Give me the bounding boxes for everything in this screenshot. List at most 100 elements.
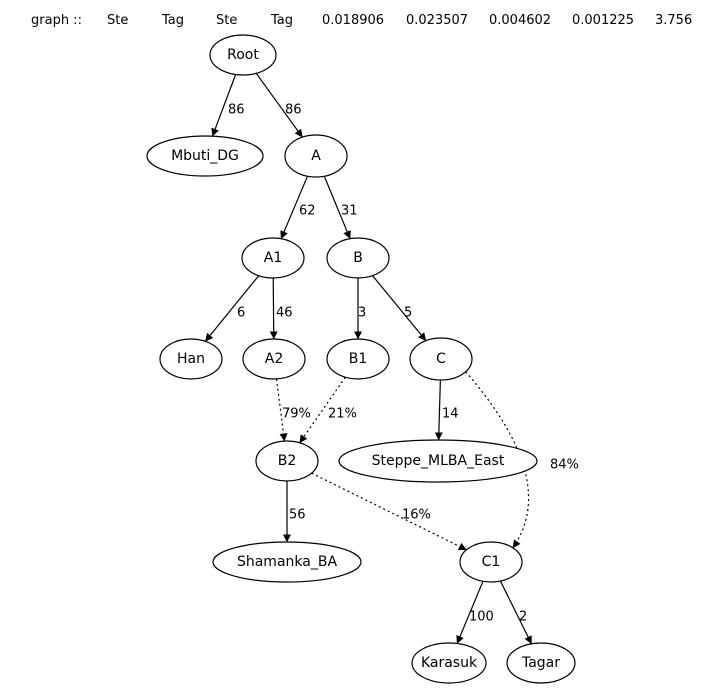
edge-weight-label: 100 <box>469 610 494 625</box>
node-label: A1 <box>264 250 282 266</box>
node-shamanka-ba: Shamanka_BA <box>212 541 362 583</box>
node-label: Tagar <box>521 655 560 671</box>
edge-a-b: 31 <box>323 175 358 240</box>
header-graph-label: graph :: <box>31 13 82 28</box>
node-label: Shamanka_BA <box>237 554 337 570</box>
edge-b-b1: 3 <box>354 278 366 340</box>
node-label: Han <box>177 351 205 367</box>
node-label: C <box>436 351 446 367</box>
edge-root-mbuti_dg: 86 <box>211 74 245 137</box>
node-ellipse <box>241 237 305 279</box>
edge-line <box>275 378 288 442</box>
node-a: A <box>284 134 348 178</box>
node-ellipse <box>242 338 306 380</box>
node-label: B <box>353 250 363 266</box>
node-ellipse <box>411 642 487 684</box>
edge-weight-label: 84% <box>550 458 579 473</box>
edge-b1-b2: 21% <box>299 376 357 444</box>
header-row: graph :: Ste Tag Ste Tag 0.018906 0.0235… <box>0 0 710 40</box>
edge-weight-label: 31 <box>341 204 358 219</box>
node-label: Root <box>227 47 259 63</box>
node-ellipse <box>459 541 523 583</box>
node-b2: B2 <box>255 440 319 482</box>
edge-line <box>311 472 467 551</box>
header-item: Ste <box>107 13 129 28</box>
edge-b-c: 5 <box>372 275 427 342</box>
header-value: 0.018906 <box>322 13 385 28</box>
edge-weight-label: 21% <box>328 407 357 422</box>
node-ellipse <box>326 237 390 279</box>
node-c: C <box>409 337 473 381</box>
edge-line <box>269 277 278 340</box>
edge-a1-a2: 46 <box>269 277 293 340</box>
edge-line <box>434 379 443 441</box>
node-label: A2 <box>265 351 283 367</box>
node-ellipse <box>338 439 538 483</box>
edge-line <box>255 72 303 138</box>
edge-c1-tagar: 2 <box>499 580 533 645</box>
edge-weight-label: 14 <box>442 407 459 422</box>
edge-weight-label: 6 <box>237 306 245 321</box>
edge-weight-label: 56 <box>289 508 306 523</box>
header-value: 0.001225 <box>572 13 635 28</box>
node-ellipse <box>209 34 277 76</box>
node-mbuti-dg: Mbuti_DG <box>146 135 264 177</box>
edge-line <box>204 275 260 342</box>
node-steppe-mlba-east: Steppe_MLBA_East <box>338 439 538 483</box>
node-label: C1 <box>482 554 501 570</box>
edge-weight-label: 62 <box>299 204 316 219</box>
node-ellipse <box>284 134 348 178</box>
edge-line <box>456 581 484 644</box>
node-ellipse <box>159 338 223 380</box>
header-value: 0.004602 <box>489 13 552 28</box>
edge-weight-label: 2 <box>519 610 527 625</box>
edge-line <box>499 580 533 645</box>
edge-b2-c1: 16% <box>311 472 467 551</box>
node-ellipse <box>255 440 319 482</box>
edge-b2-shamanka_ba: 56 <box>283 481 306 543</box>
node-label: A <box>311 148 321 164</box>
edge-weight-label: 86 <box>285 103 302 118</box>
header-value: 0.023507 <box>406 13 469 28</box>
edge-weight-label: 3 <box>358 306 366 321</box>
node-label: Steppe_MLBA_East <box>372 453 505 469</box>
edge-a-a1: 62 <box>280 175 316 240</box>
node-c1: C1 <box>459 541 523 583</box>
node-root: Root <box>209 34 277 76</box>
header-item: Tag <box>271 13 294 28</box>
node-label: B2 <box>278 453 297 469</box>
node-tagar: Tagar <box>506 642 576 684</box>
node-a2: A2 <box>242 338 306 380</box>
node-label: Mbuti_DG <box>171 148 239 164</box>
node-b1: B1 <box>326 338 390 380</box>
node-label: Karasuk <box>421 655 478 671</box>
edge-weight-label: 79% <box>282 407 311 422</box>
node-b: B <box>326 237 390 279</box>
edge-line <box>211 74 237 137</box>
edge-line <box>323 175 351 240</box>
edge-line <box>280 175 309 240</box>
header-value: 3.756 <box>655 13 693 28</box>
node-han: Han <box>159 338 223 380</box>
header-item: Ste <box>216 13 238 28</box>
edge-weight-label: 86 <box>228 103 245 118</box>
node-ellipse <box>146 135 264 177</box>
node-karasuk: Karasuk <box>411 642 487 684</box>
edge-line <box>372 275 427 342</box>
edge-weight-label: 46 <box>276 306 293 321</box>
edge-c-steppe_mlba_east: 14 <box>434 379 459 441</box>
edge-a1-han: 6 <box>204 275 260 342</box>
node-label: B1 <box>349 351 368 367</box>
edge-weight-label: 5 <box>404 306 412 321</box>
edge-a2-b2: 79% <box>275 378 311 442</box>
node-ellipse <box>326 338 390 380</box>
node-ellipse <box>506 642 576 684</box>
edge-c1-karasuk: 100 <box>456 581 494 644</box>
node-ellipse <box>212 541 362 583</box>
node-a1: A1 <box>241 237 305 279</box>
edge-line <box>299 376 346 444</box>
edge-weight-label: 16% <box>402 508 431 523</box>
edge-root-a: 86 <box>255 72 303 138</box>
